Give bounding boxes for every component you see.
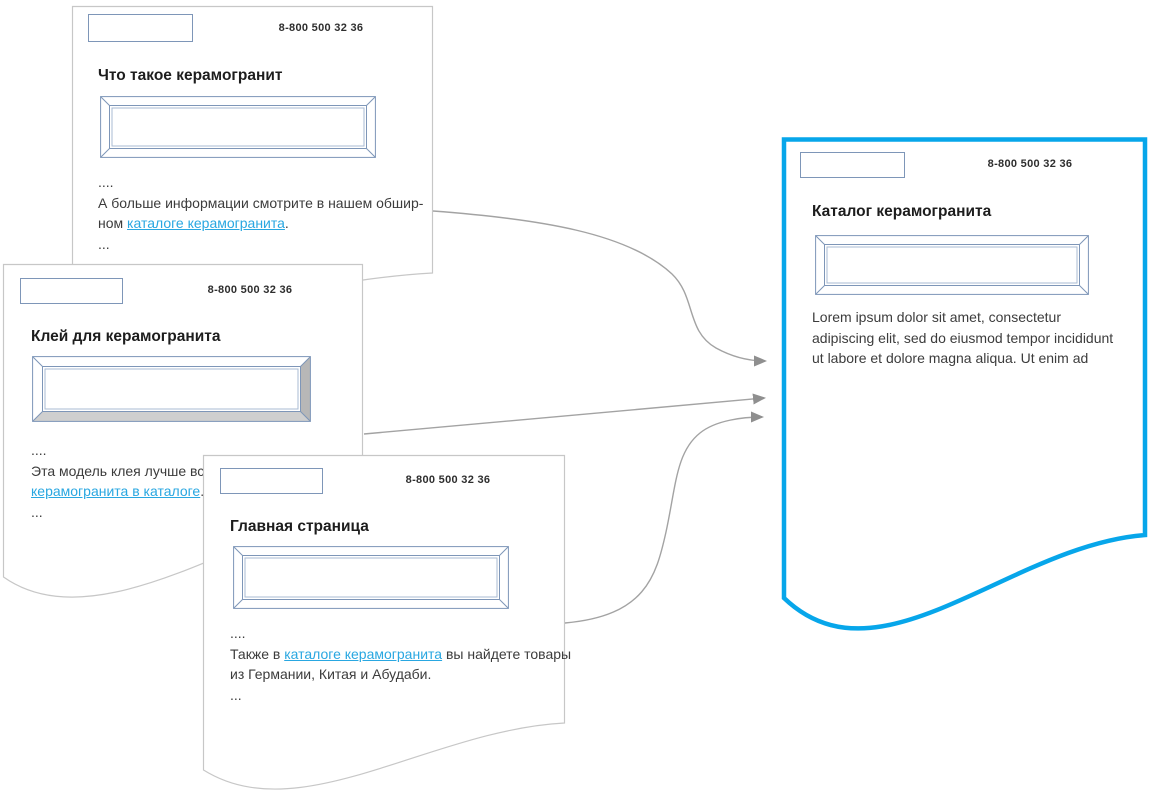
body-text-segment: .... [98,174,114,190]
body-line: .... [98,172,423,193]
catalog-hyperlink[interactable]: каталоге керамогранита [127,215,285,231]
banner-placeholder [815,235,1089,295]
body-text-segment: ... [31,503,43,520]
body-line: .... [31,440,225,461]
page-title: Что такое керамогранит [98,67,283,84]
page-title: Главная страница [230,518,369,535]
logo-placeholder [220,468,323,494]
page-what-is-keramogranit: 8-800 500 32 36 Что такое керамогранит .… [72,6,433,296]
body-line: ном каталоге керамогранита. [98,213,423,234]
catalog-hyperlink[interactable]: керамогранита в каталоге [31,483,201,499]
phone-number: 8-800 500 32 36 [207,284,293,296]
body-line: ... [31,502,225,523]
body-text-segment: Также в [230,645,285,662]
body-line: Также в каталоге керамогранита вы найдет… [230,644,571,665]
page-title: Каталог керамогранита [812,203,992,220]
phone-number: 8-800 500 32 36 [278,22,364,34]
logo-placeholder [20,278,123,304]
body-text-segment: . [284,215,289,231]
body-line: ... [230,685,571,706]
body-line: керамогранита в каталоге. [31,481,225,502]
arrow-what-is-to-catalog [432,210,767,367]
page-glavnaya-stranitsa: 8-800 500 32 36 Главная страница .... Так… [203,455,571,785]
body-text: .... А больше информации смотрите в нашем… [98,172,423,254]
body-line: Lorem ipsum dolor sit amet, consectetur [812,307,1113,328]
body-text-segment: ... [230,686,242,703]
body-text-segment: adipiscing elit, sed do eiusmod tempor i… [812,329,1114,346]
banner-placeholder [100,96,376,158]
body-text-segment: ... [98,235,110,252]
catalog-hyperlink[interactable]: каталоге керамогранита [284,645,443,662]
phone-number: 8-800 500 32 36 [987,158,1073,170]
body-line: .... [230,623,571,644]
banner-placeholder [32,356,311,422]
logo-placeholder [800,152,905,178]
body-line: adipiscing elit, sed do eiusmod tempor i… [812,328,1113,349]
phone-number: 8-800 500 32 36 [405,474,491,486]
body-text-segment: .... [31,442,47,458]
body-text-segment: из Германии, Китая и Абудаби. [230,666,432,682]
body-line: ... [98,234,423,255]
arrow-glue-to-catalog [363,393,766,435]
page-title: Клей для керамогранита [31,328,221,345]
body-text: Lorem ipsum dolor sit amet, consectetur a… [812,307,1113,369]
body-text-segment: Lorem ipsum dolor sit amet, consectetur [812,309,1061,325]
body-line: из Германии, Китая и Абудаби. [230,664,571,685]
page-katalog-keramogranita: 8-800 500 32 36 Каталог керамогранита Lo… [782,139,1147,599]
body-line: Эта модель клея лучше всего [31,461,225,482]
arrow-home-to-catalog [564,411,764,624]
banner-placeholder [233,546,509,609]
body-text-segment: ut labore et dolore magna aliqua. Ut eni… [812,350,1089,366]
body-line: А больше информации смотрите в нашем обш… [98,193,423,214]
logo-placeholder [88,14,193,42]
body-text-segment: А больше информации смотрите в нашем обш… [98,194,424,211]
body-text-segment: ном [98,215,128,231]
body-text-segment: .... [230,625,246,641]
body-text-segment: вы найдете товары [442,645,572,662]
body-text: .... Также в каталоге керамогранита вы на… [230,623,571,705]
body-text-segment: Эта модель клея лучше всего [31,462,225,479]
body-line: ut labore et dolore magna aliqua. Ut eni… [812,348,1113,369]
body-text: .... Эта модель клея лучше всего керамогра… [31,440,225,522]
